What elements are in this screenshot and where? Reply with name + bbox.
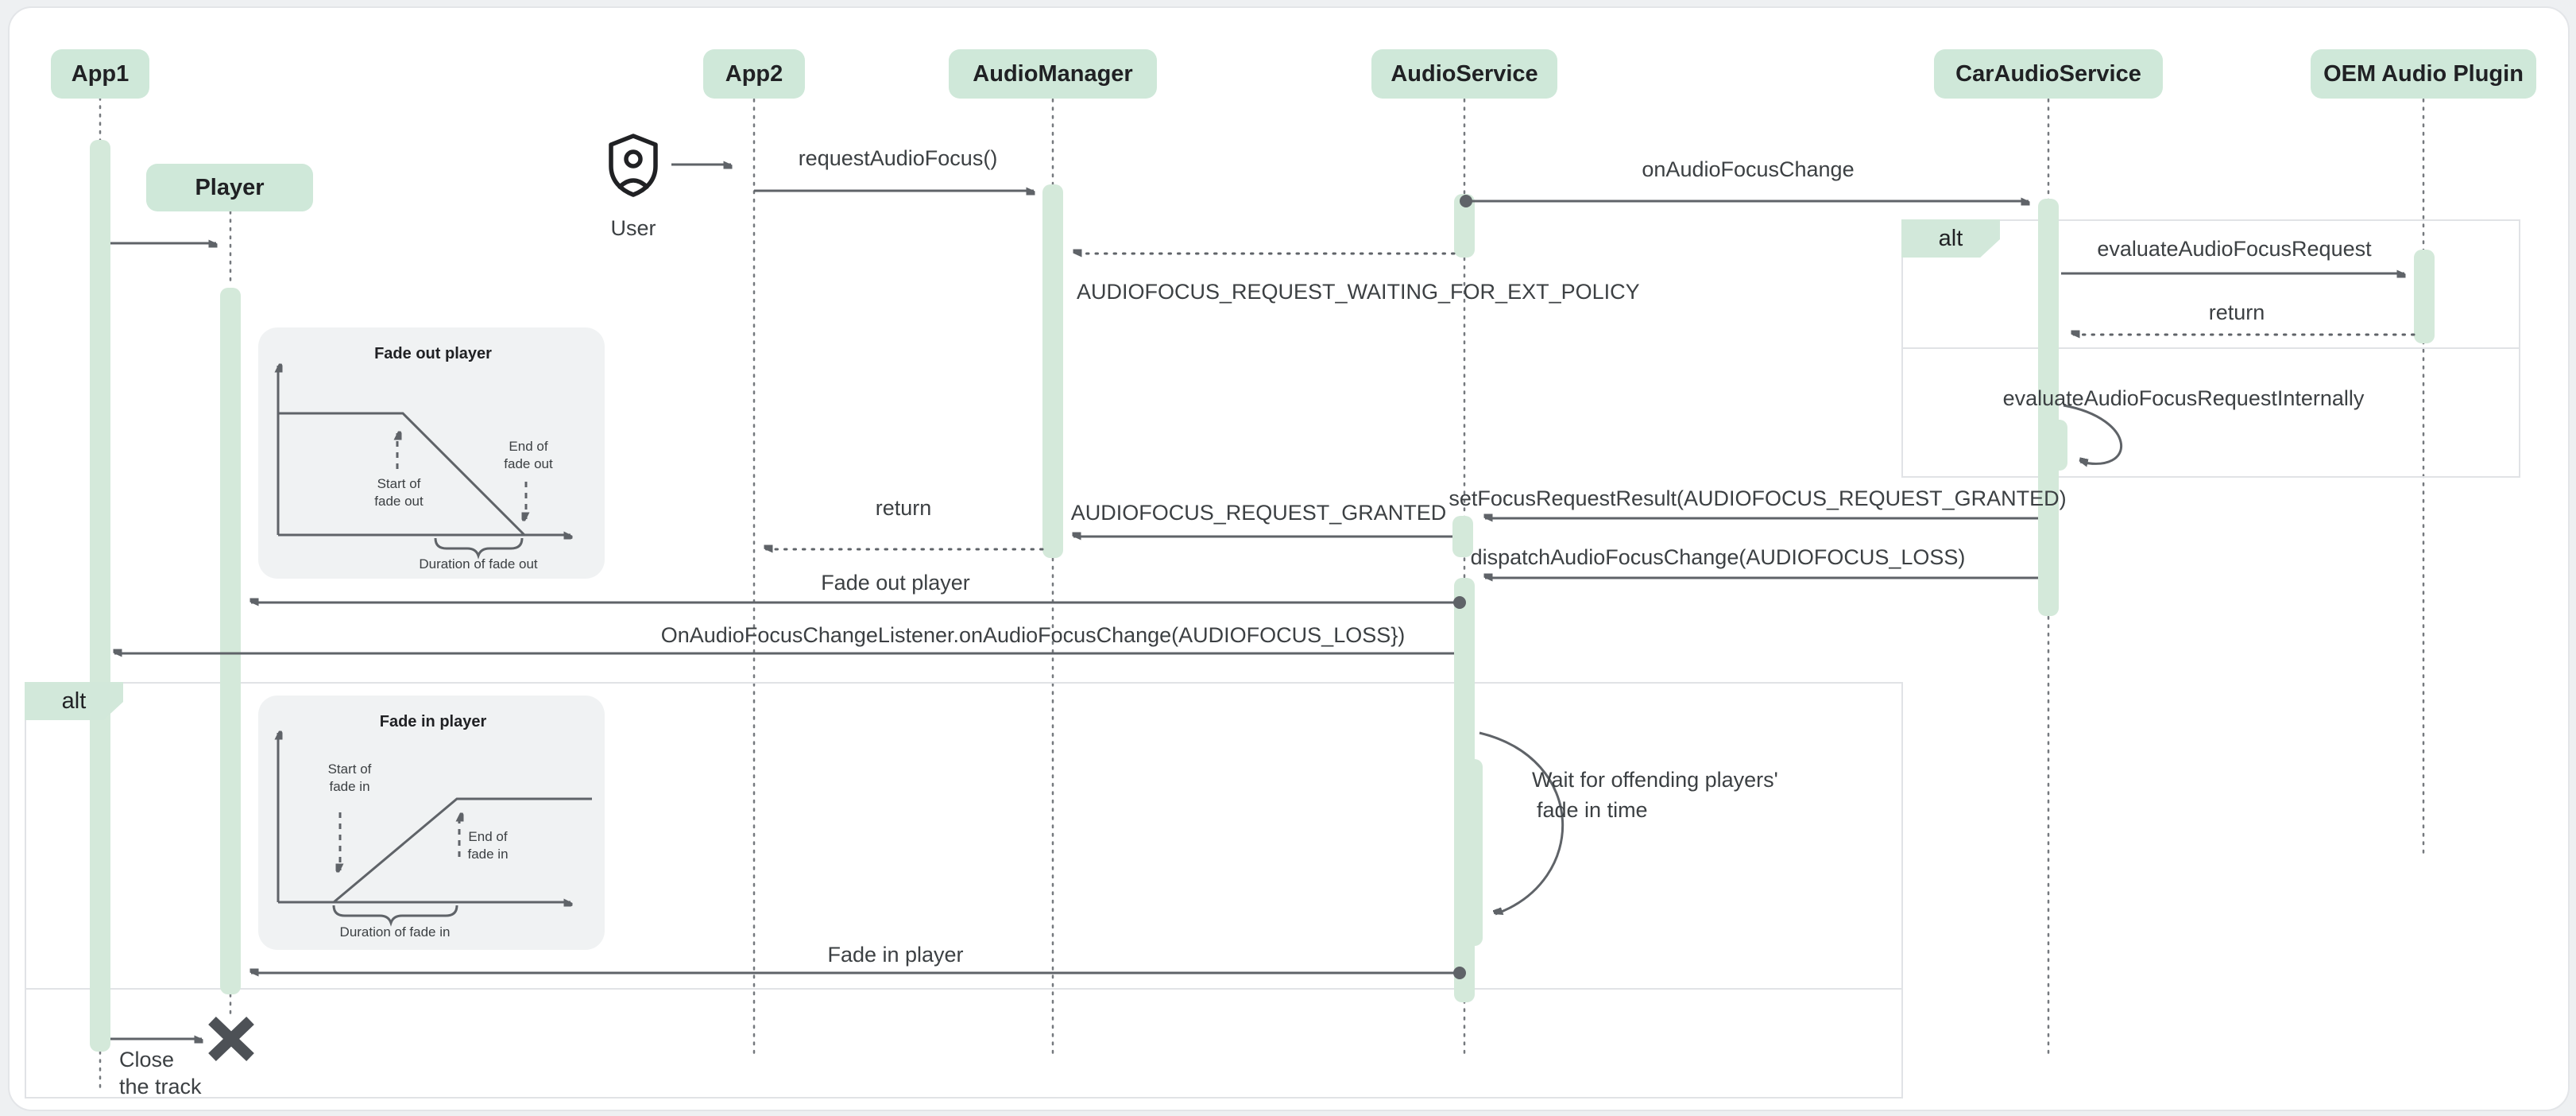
fade-out-start-line1: Start of xyxy=(377,476,421,491)
fade-out-chart xyxy=(258,327,605,579)
player-box: Player xyxy=(146,164,313,211)
fade-out-end-line2: fade out xyxy=(504,456,553,471)
message-dispatch: dispatchAudioFocusChange(AUDIOFOCUS_LOSS… xyxy=(1470,545,1966,569)
participant-app2-label: App2 xyxy=(725,60,783,87)
participant-audioservice-label: AudioService xyxy=(1390,60,1538,87)
fade-in-start-line1: Start of xyxy=(327,761,372,777)
note-wait-line2: fade in time xyxy=(1537,798,1648,822)
participant-app2: App2 xyxy=(703,49,805,99)
fade-in-chart xyxy=(258,696,605,950)
alt-left-divider xyxy=(26,988,1901,990)
participant-oem-label: OEM Audio Plugin xyxy=(2323,60,2524,87)
alt-left-text: alt xyxy=(61,688,87,714)
message-return-evaluate: return xyxy=(2208,300,2265,324)
alt-fragment-left xyxy=(25,682,1903,1099)
user-label: User xyxy=(610,216,656,240)
activation-audioservice-nested xyxy=(1462,759,1483,946)
message-evaluate: evaluateAudioFocusRequest xyxy=(2097,237,2372,261)
alt-label-left: alt xyxy=(25,682,123,720)
message-return-granted: return xyxy=(875,496,932,520)
fade-in-end-line2: fade in xyxy=(467,847,509,862)
participant-caraudioservice-label: CarAudioService xyxy=(1955,60,2141,87)
message-fade-in: Fade in player xyxy=(827,943,964,967)
activation-audioservice-2 xyxy=(1452,516,1473,557)
close-label-line2: the track xyxy=(119,1075,202,1099)
message-waiting: AUDIOFOCUS_REQUEST_WAITING_FOR_EXT_POLIC… xyxy=(1077,280,1640,304)
participant-audiomanager-label: AudioManager xyxy=(973,60,1133,87)
fade-out-duration: Duration of fade out xyxy=(419,556,538,572)
participant-caraudioservice: CarAudioService xyxy=(1934,49,2163,99)
fade-out-end-line1: End of xyxy=(509,439,548,454)
activation-caraudioservice-nested xyxy=(2047,420,2067,471)
message-set-focus-result: setFocusRequestResult(AUDIOFOCUS_REQUEST… xyxy=(1449,486,2067,510)
message-fade-out: Fade out player xyxy=(821,571,970,595)
activation-app1 xyxy=(90,140,110,1052)
player-label: Player xyxy=(195,174,265,200)
participant-audiomanager: AudioManager xyxy=(949,49,1157,99)
fade-out-start-line2: fade out xyxy=(374,494,424,509)
activation-player xyxy=(220,288,241,994)
participant-oem: OEM Audio Plugin xyxy=(2311,49,2536,99)
message-on-audio-focus-change: onAudioFocusChange xyxy=(1642,157,1855,181)
activation-oem xyxy=(2414,250,2435,343)
fade-in-end-line1: End of xyxy=(468,829,508,844)
fade-in-title: Fade in player xyxy=(379,713,487,730)
participant-audioservice: AudioService xyxy=(1371,49,1557,99)
alt-right-text: alt xyxy=(1938,225,1963,251)
alt-fragment-right xyxy=(1901,219,2520,478)
note-wait-line1: Wait for offending players' xyxy=(1532,768,1778,792)
message-on-focus-loss: OnAudioFocusChangeListener.onAudioFocusC… xyxy=(660,623,1406,647)
close-label-line1: Close xyxy=(119,1048,175,1071)
message-request-audio-focus: requestAudioFocus() xyxy=(798,146,998,170)
participant-app1: App1 xyxy=(51,49,149,99)
activation-audioservice-1 xyxy=(1454,194,1475,258)
fade-out-title: Fade out player xyxy=(374,345,492,362)
fade-in-start-line2: fade in xyxy=(329,779,370,794)
message-granted: AUDIOFOCUS_REQUEST_GRANTED xyxy=(1070,501,1447,525)
alt-right-divider xyxy=(1903,347,2519,349)
activation-caraudioservice xyxy=(2038,199,2059,616)
activation-audiomanager xyxy=(1042,184,1063,558)
message-evaluate-internally: evaluateAudioFocusRequestInternally xyxy=(2002,386,2365,410)
participant-app1-label: App1 xyxy=(71,60,130,87)
alt-label-right: alt xyxy=(1901,219,2000,258)
fade-in-duration: Duration of fade in xyxy=(339,924,451,940)
